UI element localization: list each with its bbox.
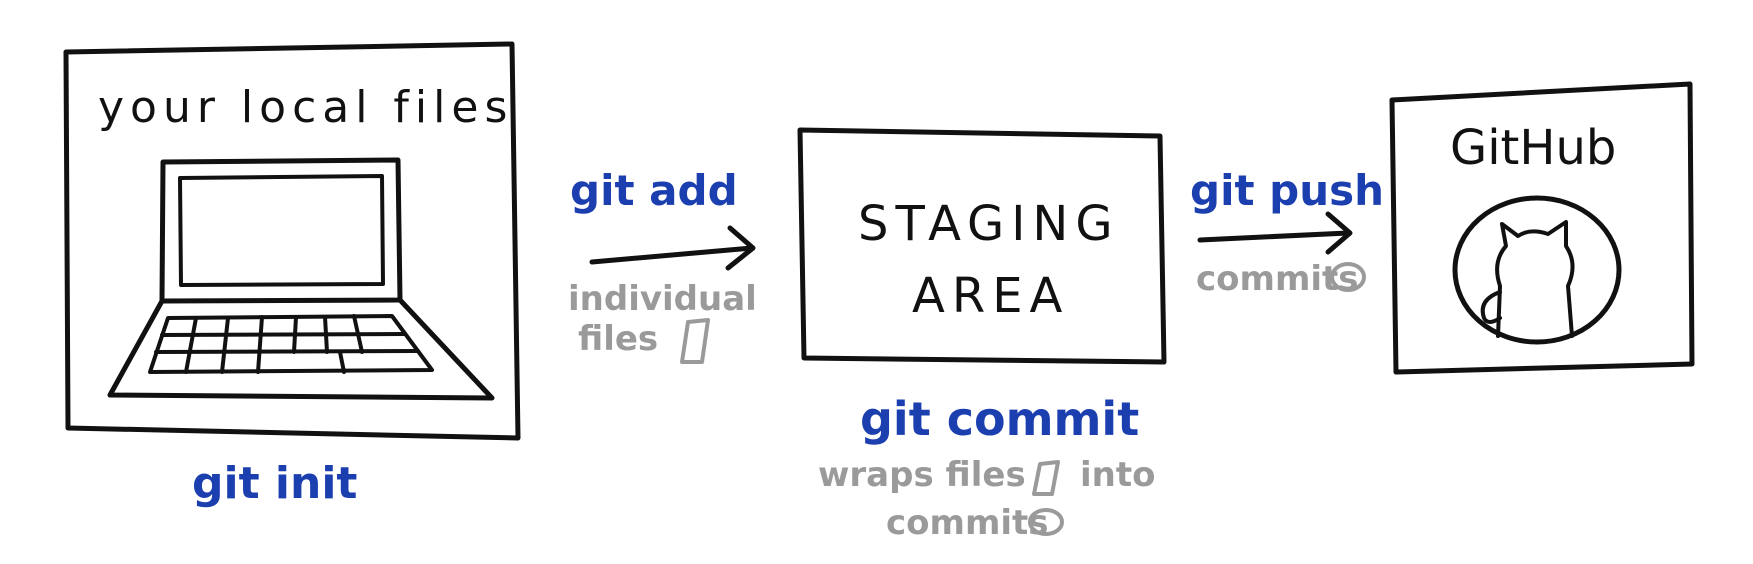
individual-files-note-line2: files: [578, 319, 659, 359]
commit-note-line1-end: into: [1080, 455, 1156, 495]
commit-note-line2: commits: [886, 503, 1049, 543]
arrow-right-icon: [1197, 211, 1353, 255]
github-box: [1389, 81, 1695, 375]
git-add-command: git add: [570, 166, 738, 215]
arrow-right-icon: [589, 225, 756, 271]
github-octocat-icon: [1452, 195, 1622, 345]
staging-area-box: [797, 127, 1167, 365]
commit-circle-icon: [1028, 508, 1064, 536]
commit-note-line1: wraps files: [818, 455, 1026, 495]
staging-title-line2: AREA: [912, 268, 1070, 324]
git-push-command: git push: [1190, 166, 1385, 215]
file-icon: [1032, 460, 1060, 496]
commit-circle-icon: [1330, 262, 1366, 292]
local-files-title: your local files: [98, 82, 514, 133]
laptop-icon: [107, 157, 495, 401]
push-commits-note: commits: [1196, 259, 1359, 299]
individual-files-note-line1: individual: [568, 279, 757, 319]
github-title: GitHub: [1450, 120, 1617, 176]
local-files-box: [63, 41, 521, 441]
staging-title-line1: STAGING: [858, 196, 1120, 252]
file-icon: [680, 318, 710, 364]
git-commit-command: git commit: [860, 392, 1140, 446]
git-init-command: git init: [192, 458, 358, 509]
